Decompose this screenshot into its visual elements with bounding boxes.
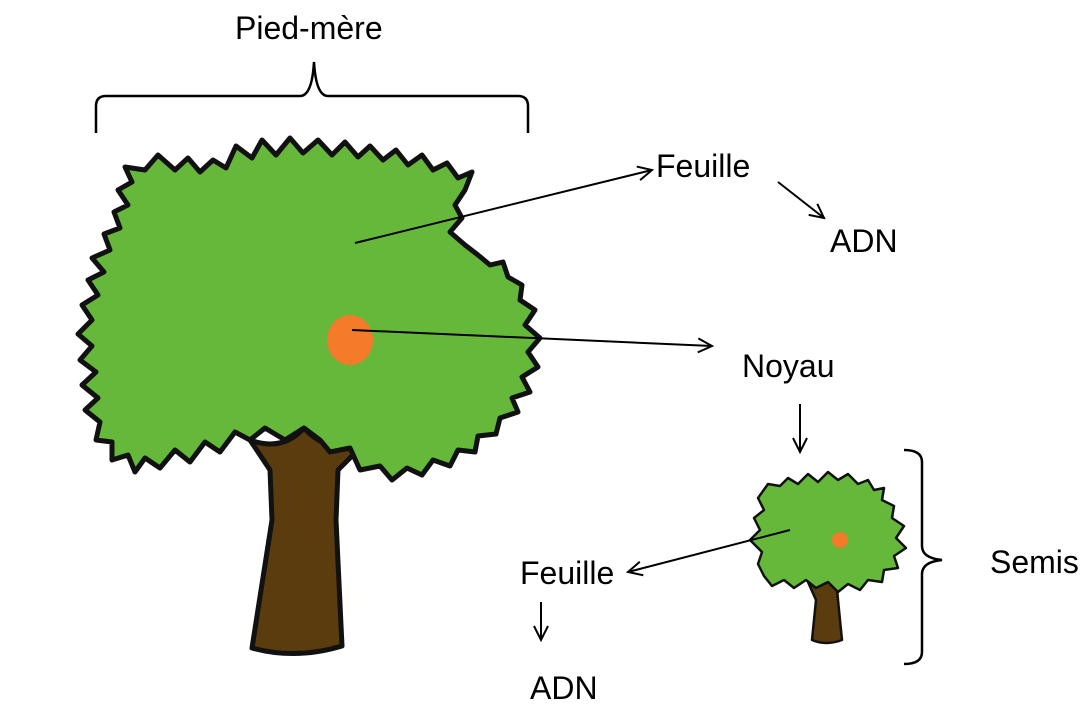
dna-label-top: ADN [830, 223, 898, 259]
arrow-leaf-to-dna-top [777, 181, 824, 218]
seedling-fruit [832, 532, 848, 548]
seedling-label: Semis [990, 544, 1079, 580]
parent-tree-brace [94, 61, 530, 133]
leaf-label-top: Feuille [656, 148, 751, 184]
leaf-label-bottom: Feuille [520, 555, 615, 591]
pit-label: Noyau [742, 348, 835, 384]
parent-tree-trunk [247, 425, 363, 656]
dna-label-bottom: ADN [530, 670, 598, 706]
parent-tree-fruit [327, 315, 373, 365]
arrow-foliage-to-leaf [354, 170, 652, 244]
seedling-brace [903, 448, 943, 666]
seedling-foliage [748, 470, 908, 594]
parent-tree-label: Pied-mère [235, 10, 383, 46]
arrow-seedling-to-leaf [628, 529, 791, 572]
parent-tree-foliage [75, 135, 543, 483]
arrow-fruit-to-pit [351, 329, 712, 346]
